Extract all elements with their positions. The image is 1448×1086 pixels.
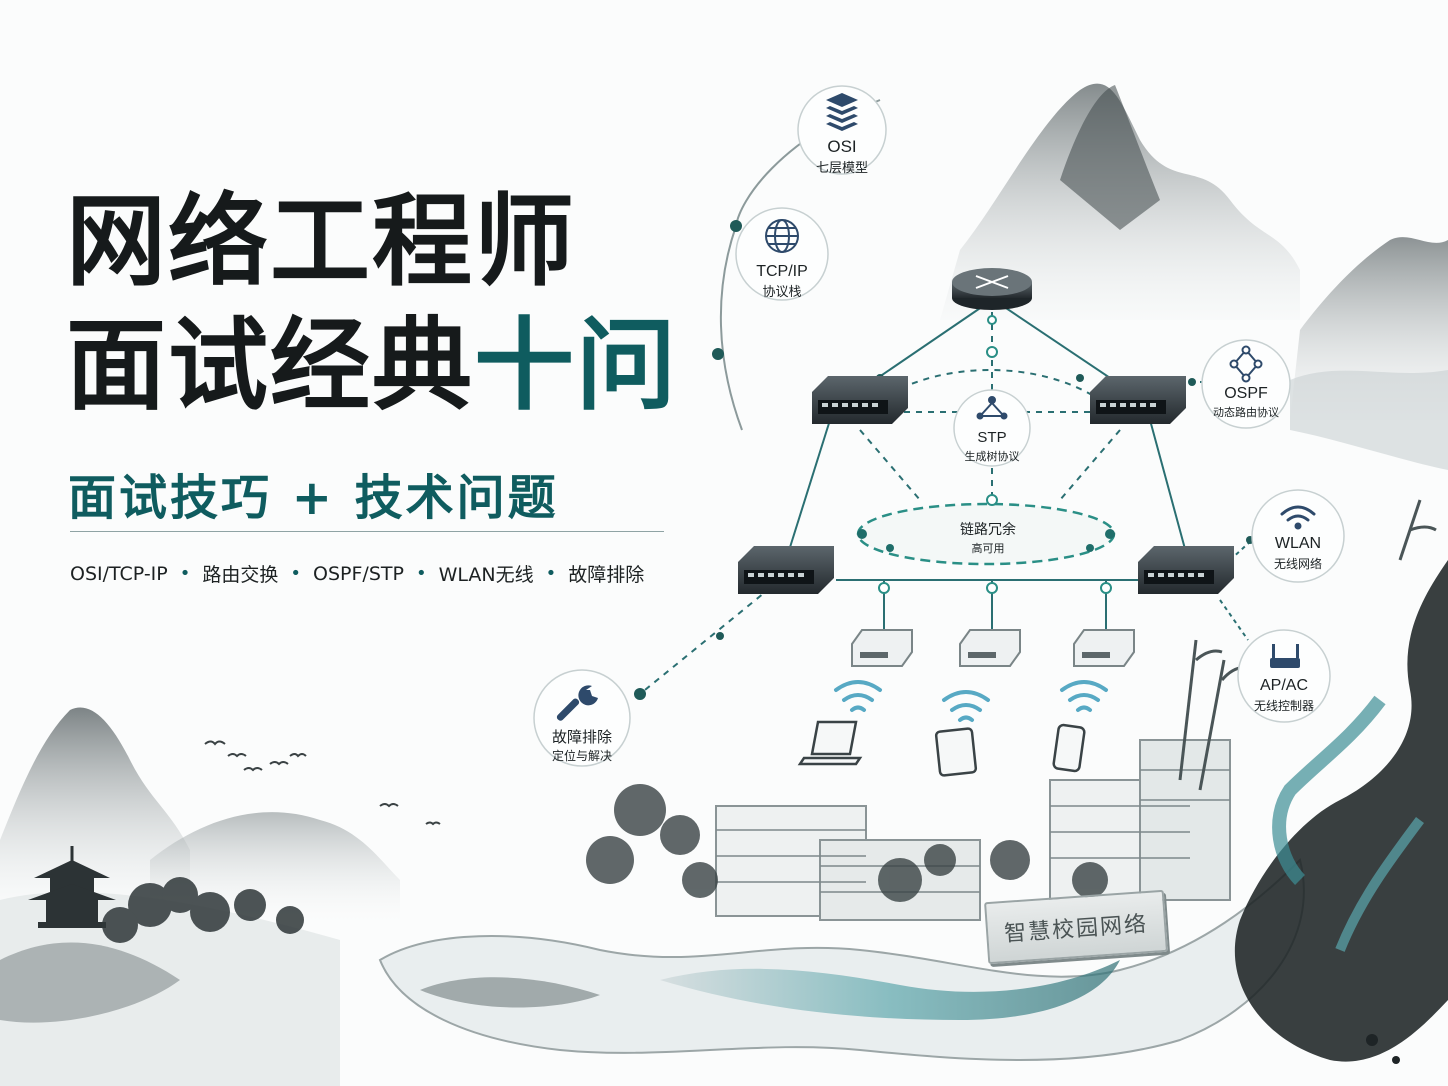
wifi-icon <box>1280 505 1316 530</box>
ink-swirl <box>1234 560 1448 1064</box>
topic-list: OSI/TCP-IP • 路由交换 • OSPF/STP • WLAN无线 • … <box>70 560 644 587</box>
pagoda <box>28 846 116 928</box>
wrench-icon <box>556 685 598 721</box>
campus-buildings <box>715 739 1231 921</box>
network-links <box>639 99 1253 695</box>
topic-item: OSPF/STP <box>313 562 404 585</box>
divider <box>70 531 664 532</box>
title-main: 面试经典 <box>66 307 474 424</box>
campus-sign: 智慧校园网络 <box>984 889 1168 965</box>
tree-topology-icon <box>976 396 1008 420</box>
mountains-right <box>940 83 1448 470</box>
page-title-line2: 面试经典十问 <box>66 316 678 416</box>
access-points <box>851 629 1135 667</box>
switches <box>738 376 1234 594</box>
topic-separator: • <box>545 563 557 584</box>
label-circles <box>533 85 1345 767</box>
topic-item: 路由交换 <box>202 564 279 586</box>
network-nodes-icon <box>1229 345 1263 383</box>
birds <box>204 740 441 826</box>
topic-item: OSI/TCP-IP <box>70 562 168 585</box>
topic-item: WLAN无线 <box>438 564 534 586</box>
end-devices <box>797 720 1086 777</box>
title-accent: 十问 <box>474 307 678 424</box>
globe-icon <box>765 219 799 253</box>
layers-icon <box>826 93 858 131</box>
wifi-waves <box>834 680 1108 722</box>
campus-sign-text: 智慧校园网络 <box>1003 912 1149 947</box>
topic-separator: • <box>415 563 427 584</box>
subtitle: 面试技巧 + 技术问题 <box>68 470 559 526</box>
bamboo <box>1178 499 1437 791</box>
core-router <box>952 268 1032 310</box>
redundancy-ring <box>856 502 1116 566</box>
trees-middle <box>586 784 1108 902</box>
page-title-line1: 网络工程师 <box>66 183 576 300</box>
topic-separator: • <box>290 563 302 584</box>
mountains-left <box>0 707 400 1086</box>
link-dots <box>878 315 1112 594</box>
topic-separator: • <box>179 563 191 584</box>
trees-left <box>102 877 304 943</box>
topic-item: 故障排除 <box>568 564 645 586</box>
access-point-icon <box>1270 644 1300 668</box>
